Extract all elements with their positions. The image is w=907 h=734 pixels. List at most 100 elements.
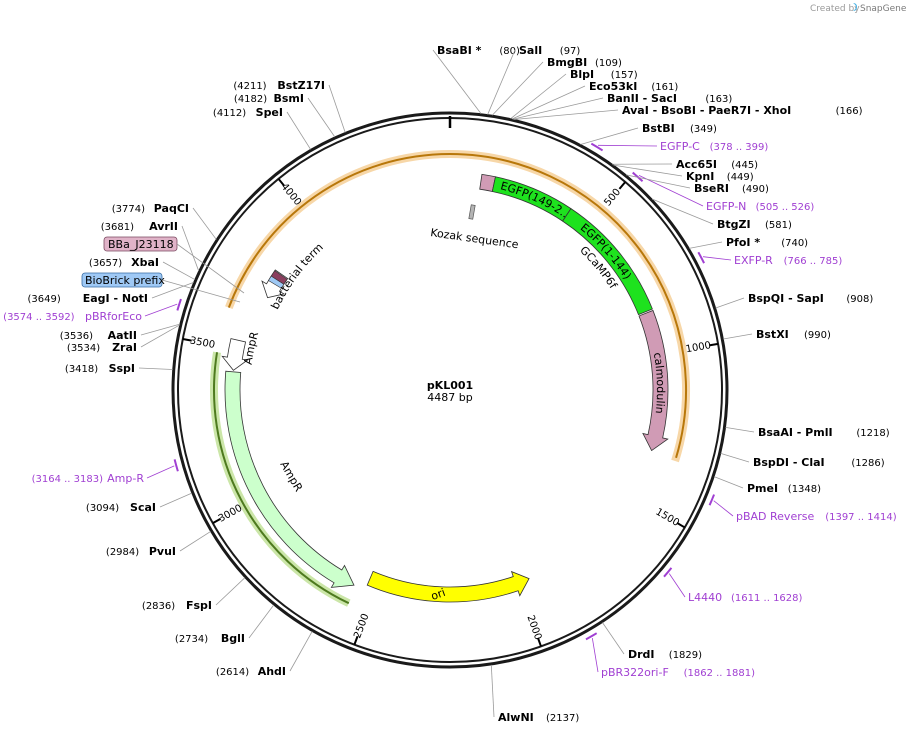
site-name-zrai: ZraI xyxy=(112,341,137,354)
primer-arc-amp-r[interactable] xyxy=(173,459,179,472)
site-aatii[interactable]: AatII(3536) xyxy=(60,323,181,342)
ampr-feature[interactable] xyxy=(224,370,355,588)
site-bsaai[interactable]: BsaAI - PmlI(1218) xyxy=(725,426,890,439)
primer-label-amp-r[interactable]: Amp-R xyxy=(107,472,144,485)
primer-range-egfp-c: (378 .. 399) xyxy=(710,142,769,153)
site-pos-aatii: (3536) xyxy=(60,331,93,342)
site-acc65i[interactable]: Acc65I(445) xyxy=(612,158,758,171)
site-name-blpi: BlpI xyxy=(570,68,594,81)
primer-arc-pbrforeco[interactable] xyxy=(176,298,182,311)
primer-arc-egfp-n[interactable] xyxy=(632,171,644,182)
site-sspi[interactable]: SspI(3418) xyxy=(65,362,173,375)
site-pos-bseri: (490) xyxy=(742,184,769,195)
primer-label-pbr322ori-f[interactable]: pBR322ori-F xyxy=(601,666,669,679)
tick-label-500: 500 xyxy=(602,187,623,209)
primer-label-l4440[interactable]: L4440 xyxy=(688,591,722,604)
site-bsmi[interactable]: BsmI(4182) xyxy=(234,92,336,138)
site-pmei[interactable]: PmeI(1348) xyxy=(714,476,821,495)
site-kpni[interactable]: KpnI(449) xyxy=(613,164,754,183)
site-name-scai: ScaI xyxy=(130,501,156,514)
site-banii[interactable]: BanII - SacI(163) xyxy=(512,92,732,120)
site-bstxi[interactable]: BstXI(990) xyxy=(723,328,831,341)
kozak-sequence-marker[interactable] xyxy=(468,204,476,220)
site-pos-bspqi: (908) xyxy=(846,294,873,305)
site-bstbi[interactable]: BstBI(349) xyxy=(580,122,717,145)
site-leader-btgzi xyxy=(651,198,714,225)
bba-j23118-box[interactable]: BBa_J23118 xyxy=(103,236,178,252)
site-bseri[interactable]: BseRI(490) xyxy=(626,174,769,195)
primer-label-exfp-r[interactable]: EXFP-R xyxy=(734,254,773,267)
primer-label-pbrforeco[interactable]: pBRforEco xyxy=(85,310,142,323)
primer-label-egfp-c[interactable]: EGFP-C xyxy=(660,140,700,153)
site-sali[interactable]: SalI (97) xyxy=(487,44,581,115)
site-pos-sali: (97) xyxy=(560,46,581,57)
site-spei[interactable]: SpeI(4112) xyxy=(213,106,311,150)
primer-arc-exfp-r[interactable] xyxy=(697,251,705,264)
site-bmgbi[interactable]: BmgBI(109) xyxy=(491,56,622,116)
site-name-spei: SpeI xyxy=(256,106,283,119)
primer-label-pbad-reverse[interactable]: pBAD Reverse xyxy=(736,510,814,523)
tick-mark-3000 xyxy=(212,517,222,525)
site-paqci[interactable]: PaqCI(3774) xyxy=(112,202,217,240)
site-ahdi[interactable]: AhdI(2614) xyxy=(216,631,313,678)
site-name-fspi: FspI xyxy=(186,599,212,612)
tick-mark-2000 xyxy=(537,637,542,647)
site-leader-kpni xyxy=(613,164,683,177)
site-bspdi[interactable]: BspDI - ClaI(1286) xyxy=(720,452,885,469)
site-leader-eagi xyxy=(151,282,194,299)
credit-created-by: Created by xyxy=(810,4,860,14)
site-scai[interactable]: ScaI(3094) xyxy=(86,492,192,514)
site-bsabi[interactable]: BsaBI *(80) xyxy=(432,44,520,114)
site-eco53ki[interactable]: Eco53kI(161) xyxy=(511,80,678,120)
biobrick-prefix-box[interactable]: BioBrick prefix xyxy=(81,272,165,288)
ori-feature[interactable] xyxy=(366,570,530,603)
site-leader-drdi xyxy=(602,622,625,655)
site-pos-xbai: (3657) xyxy=(89,258,122,269)
site-name-bspdi: BspDI - ClaI xyxy=(753,456,825,469)
site-pos-acc65i: (445) xyxy=(731,160,758,171)
site-name-bstz17i: BstZ17I xyxy=(277,79,325,92)
ampr-band[interactable] xyxy=(213,352,350,605)
calmodulin-feature[interactable] xyxy=(638,309,669,452)
site-zrai[interactable]: ZraI(3534) xyxy=(67,324,180,354)
site-pos-bstxi: (990) xyxy=(804,330,831,341)
primer-arc-pbad-reverse[interactable] xyxy=(708,494,715,506)
site-leader-pfoi xyxy=(689,241,723,249)
site-name-sali: SalI xyxy=(519,44,542,57)
primer-label-egfp-n[interactable]: EGFP-N xyxy=(706,200,746,213)
gcamp6f-band-2[interactable] xyxy=(449,153,687,459)
primer-arc-l4440[interactable] xyxy=(663,567,673,578)
biobrick-prefix-leader xyxy=(161,279,241,303)
bba-j23118-feature[interactable] xyxy=(270,270,288,285)
site-xbai[interactable]: XbaI(3657) xyxy=(89,256,196,280)
site-pfoi[interactable]: PfoI *(740) xyxy=(689,236,808,249)
ampr-promoter-feature[interactable] xyxy=(221,338,249,371)
site-bgli[interactable]: BglI(2734) xyxy=(175,604,275,645)
site-avrii[interactable]: AvrII(3681) xyxy=(101,220,200,272)
site-name-bgli: BglI xyxy=(221,632,245,645)
site-bspqi[interactable]: BspQI - SapI(908) xyxy=(715,292,874,309)
ampr-label: AmpR xyxy=(277,459,305,494)
site-btgzi[interactable]: BtgZI(581) xyxy=(651,198,792,231)
site-leader-xbai xyxy=(162,261,196,280)
egfp-1-144-feature[interactable] xyxy=(562,208,653,316)
site-name-bsmi: BsmI xyxy=(274,92,305,105)
site-fspi[interactable]: FspI(2836) xyxy=(142,577,246,612)
site-bstz17i[interactable]: BstZ17I(4211) xyxy=(233,79,346,133)
site-pvui[interactable]: PvuI(2984) xyxy=(106,531,211,558)
site-blpi[interactable]: BlpI (157) xyxy=(510,68,638,120)
site-drdi[interactable]: DrdI(1829) xyxy=(602,622,702,661)
gcamp6f-band[interactable] xyxy=(227,153,451,308)
primer-range-amp-r: (3164 .. 3183) xyxy=(32,474,104,485)
site-pos-blpi: (157) xyxy=(611,70,638,81)
site-avai[interactable]: AvaI - BsoBI - PaeR7I - XhoI(166) xyxy=(514,104,863,120)
primer-arc-pbr322ori-f[interactable] xyxy=(585,632,598,641)
tick-label-3000: 3000 xyxy=(217,503,245,525)
plasmid-name: pKL001 xyxy=(427,379,473,392)
primer-arc-egfp-c[interactable] xyxy=(590,142,604,152)
site-alwni[interactable]: AlwNI(2137) xyxy=(490,664,579,724)
backbone-outer-ring xyxy=(171,111,729,669)
site-eagi[interactable]: EagI - NotI(3649) xyxy=(28,282,194,305)
biobrick-prefix-feature[interactable] xyxy=(268,275,285,289)
